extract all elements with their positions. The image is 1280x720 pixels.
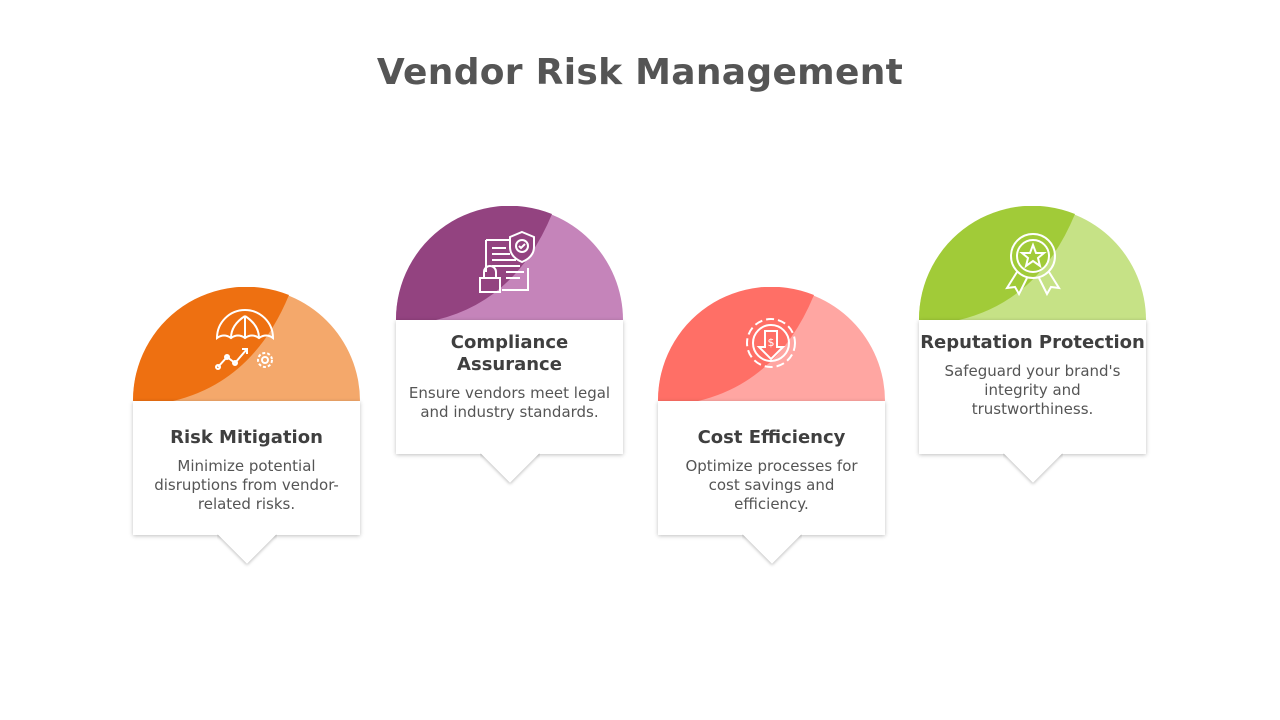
card-title: Risk Mitigation [170,427,323,448]
card-cost-efficiency: $ Cost Efficiency Optimize processes for… [658,287,885,535]
dome [133,287,360,401]
card-text: Optimize processes for cost savings and … [685,457,858,513]
dome: $ [658,287,885,401]
card-body: Reputation Protection Safeguard your bra… [919,320,1146,454]
card-risk-mitigation: Risk Mitigation Minimize potential disru… [133,287,360,535]
pointer [480,453,540,489]
dome [396,206,623,320]
pointer [742,534,802,570]
card-text: Minimize potential disruptions from vend… [154,457,339,513]
card-text: Ensure vendors meet legal and industry s… [408,384,611,421]
page-title: Vendor Risk Management [376,52,904,93]
dome [919,206,1146,320]
card-compliance-assurance: Compliance Assurance Ensure vendors meet… [396,206,623,454]
gear-dollar-down-icon: $ [746,318,796,368]
document-shield-lock-icon [479,230,535,293]
card-title: Compliance Assurance [450,332,569,375]
card-body: Risk Mitigation Minimize potential disru… [133,401,360,535]
card-title: Cost Efficiency [697,427,846,448]
card-body: Compliance Assurance Ensure vendors meet… [396,320,623,454]
card-body: Cost Efficiency Optimize processes for c… [658,401,885,535]
svg-text:$: $ [768,336,775,349]
umbrella-growth-gear-icon [215,309,275,370]
card-title: Reputation Protection [920,332,1145,353]
award-badge-star-icon [1005,233,1061,297]
pointer [1003,453,1063,489]
card-text: Safeguard your brand's integrity and tru… [944,362,1121,418]
card-reputation-protection: Reputation Protection Safeguard your bra… [919,206,1146,454]
pointer [217,534,277,570]
